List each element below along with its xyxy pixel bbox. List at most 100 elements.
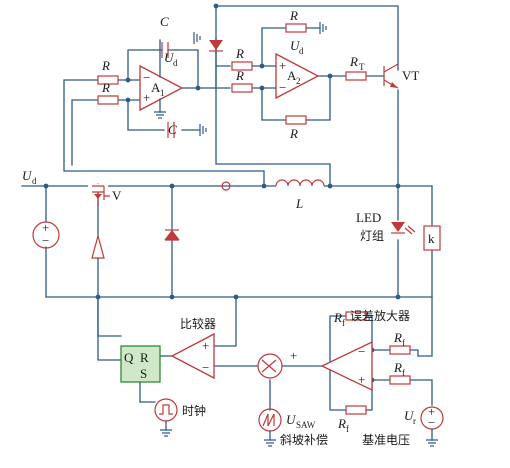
saw-wave-icon <box>262 413 275 427</box>
svg-text:+: + <box>358 372 365 387</box>
qrs-flipflop: Q R S <box>120 345 161 383</box>
summing-junction: + <box>257 348 297 379</box>
inductor-label: L <box>295 196 303 211</box>
svg-text:+: + <box>202 338 209 353</box>
svg-text:f: f <box>402 338 405 348</box>
a2-feedback-bot <box>261 75 331 121</box>
junction-dot <box>125 77 131 83</box>
svg-text:2: 2 <box>296 76 301 86</box>
comp-down-left <box>97 296 122 337</box>
mosfet-branch <box>97 185 122 361</box>
resistor-rf-bot <box>345 405 367 415</box>
svg-text:f: f <box>402 368 405 378</box>
ground-icon <box>199 124 207 136</box>
mosfet-label: V <box>112 188 122 203</box>
led-label-cn: 灯组 <box>360 229 384 243</box>
rf-top-label: R <box>333 310 342 325</box>
svg-text:−: − <box>202 360 209 375</box>
voltage-source-ud: + − U d <box>22 168 60 249</box>
r2-label: R <box>101 80 110 95</box>
resistor-r1 <box>97 75 119 85</box>
led-group: LED 灯组 <box>356 210 416 243</box>
opamp-a2 <box>275 52 320 100</box>
ud-a2-label: U <box>290 38 301 53</box>
svg-text:f: f <box>346 424 349 434</box>
reference-source: + − U r 基准电压 <box>362 404 444 447</box>
comp-plus-in <box>213 296 237 347</box>
ur-label: U <box>404 408 415 423</box>
resistor-rf-top <box>345 311 367 321</box>
clock-pulse-icon <box>159 404 173 415</box>
resistor-r6 <box>285 115 307 125</box>
inductor-l: L <box>275 179 325 211</box>
r4-label: R <box>235 68 244 83</box>
freewheel-diode <box>164 229 180 241</box>
vt-legs <box>383 63 399 89</box>
mosfet-v: V <box>88 184 122 259</box>
a2-network: R R R R + − A 2 U d R T <box>209 8 367 141</box>
ud-label: U <box>22 168 33 183</box>
sense-point <box>221 181 231 191</box>
source-minus: − <box>42 233 49 248</box>
a1-cap-top <box>127 49 199 89</box>
ref-voltage-label: 基准电压 <box>362 433 410 447</box>
a2-label: A <box>287 68 297 83</box>
a1-network: R R C − + A 1 U d C <box>97 14 207 138</box>
saw-circle <box>258 408 282 432</box>
flipflop-r: R <box>140 350 149 365</box>
a2-input-ties <box>251 65 277 89</box>
clock-label: 时钟 <box>182 403 206 418</box>
junction-dot <box>169 183 175 189</box>
junction-dot <box>327 183 333 189</box>
junction-dot <box>395 294 401 300</box>
a1-input-lower <box>71 99 99 166</box>
junction-dot <box>261 183 267 189</box>
junction-dot <box>213 3 219 9</box>
err-rf2-wire <box>371 379 433 406</box>
svg-text:−: − <box>143 70 150 85</box>
mosfet-gate <box>103 186 110 200</box>
svg-text:+: + <box>428 404 435 419</box>
diode-triangle <box>165 230 179 240</box>
comparator-triangle <box>170 332 215 380</box>
resistor-r4 <box>231 83 253 93</box>
r3-label: R <box>235 46 244 61</box>
vt-label: VT <box>402 68 419 83</box>
sense-line-right <box>215 5 399 187</box>
ground-icon <box>160 429 172 437</box>
err-amp-label: 误差放大器 <box>350 308 410 323</box>
rf1-label: R <box>393 330 402 345</box>
r6-label: R <box>289 126 298 141</box>
relay-branch <box>417 185 433 357</box>
junction-dot <box>259 85 265 91</box>
a1-input-ties <box>117 79 141 101</box>
r1-label: R <box>101 58 110 73</box>
flipflop-q: Q <box>124 350 134 365</box>
sum-cross <box>261 359 277 373</box>
a1-label: A <box>151 80 161 95</box>
usaw-label: U <box>286 412 297 427</box>
svg-text:d: d <box>173 58 178 68</box>
error-amp-triangle <box>320 340 373 392</box>
resistor-rf2 <box>389 375 411 385</box>
flipflop-box <box>120 345 161 383</box>
inductor-coil <box>275 179 325 187</box>
error-amplifier: − + R f 误差放大器 R f R f R f <box>320 308 411 434</box>
ground-icon <box>426 439 438 447</box>
sum-plus: + <box>290 348 297 363</box>
svg-text:T: T <box>359 62 365 72</box>
flipflop-s: S <box>140 366 147 381</box>
junction-dot <box>169 294 175 300</box>
svg-text:+: + <box>143 90 150 105</box>
led-rays <box>404 225 416 235</box>
resistor-r3 <box>231 61 253 71</box>
relay-k: k <box>423 225 441 251</box>
sum-circle <box>257 353 283 379</box>
ground-icon <box>154 111 166 119</box>
svg-text:d: d <box>299 46 304 56</box>
c-bot-label: C <box>168 122 177 137</box>
junction-dot <box>327 73 333 79</box>
junction-dots <box>43 3 401 383</box>
